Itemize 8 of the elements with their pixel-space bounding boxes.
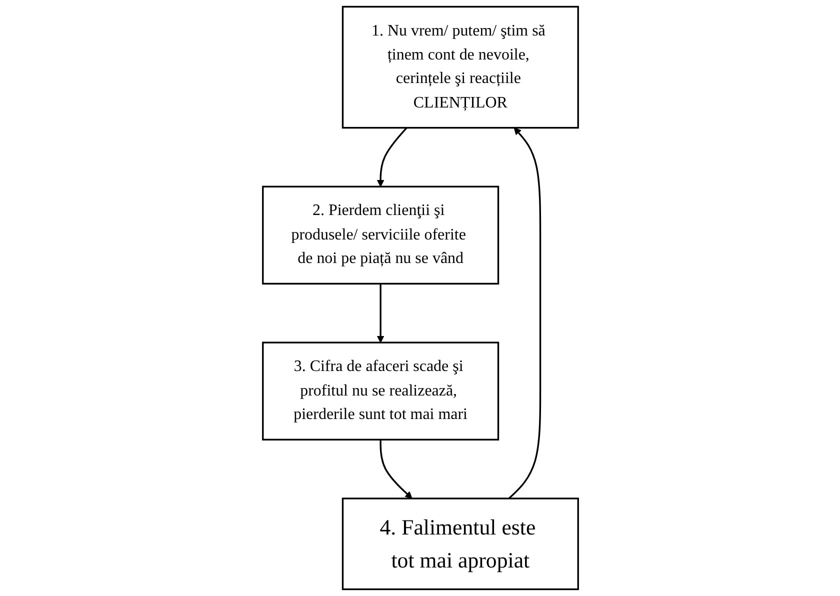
- arrow: [376, 127, 407, 187]
- node-box: 3. Cifra de afaceri scade şi profitul nu se realizează, pierderile sunt tot mai mari: [262, 342, 499, 440]
- node-box: 1. Nu vrem/ putem/ ştim să ținem cont de nevoile, cerințele şi reacțiile CLIENȚILOR: [341, 6, 578, 129]
- arrow: [379, 440, 412, 499]
- arrow: [376, 284, 384, 343]
- node-box: 2. Pierdem clienţii şi produsele/ serviciile oferite de noi pe piață nu se vând: [262, 186, 499, 285]
- arrow: [508, 127, 541, 500]
- node-box: 4. Falimentul este tot mai apropiat: [341, 498, 578, 590]
